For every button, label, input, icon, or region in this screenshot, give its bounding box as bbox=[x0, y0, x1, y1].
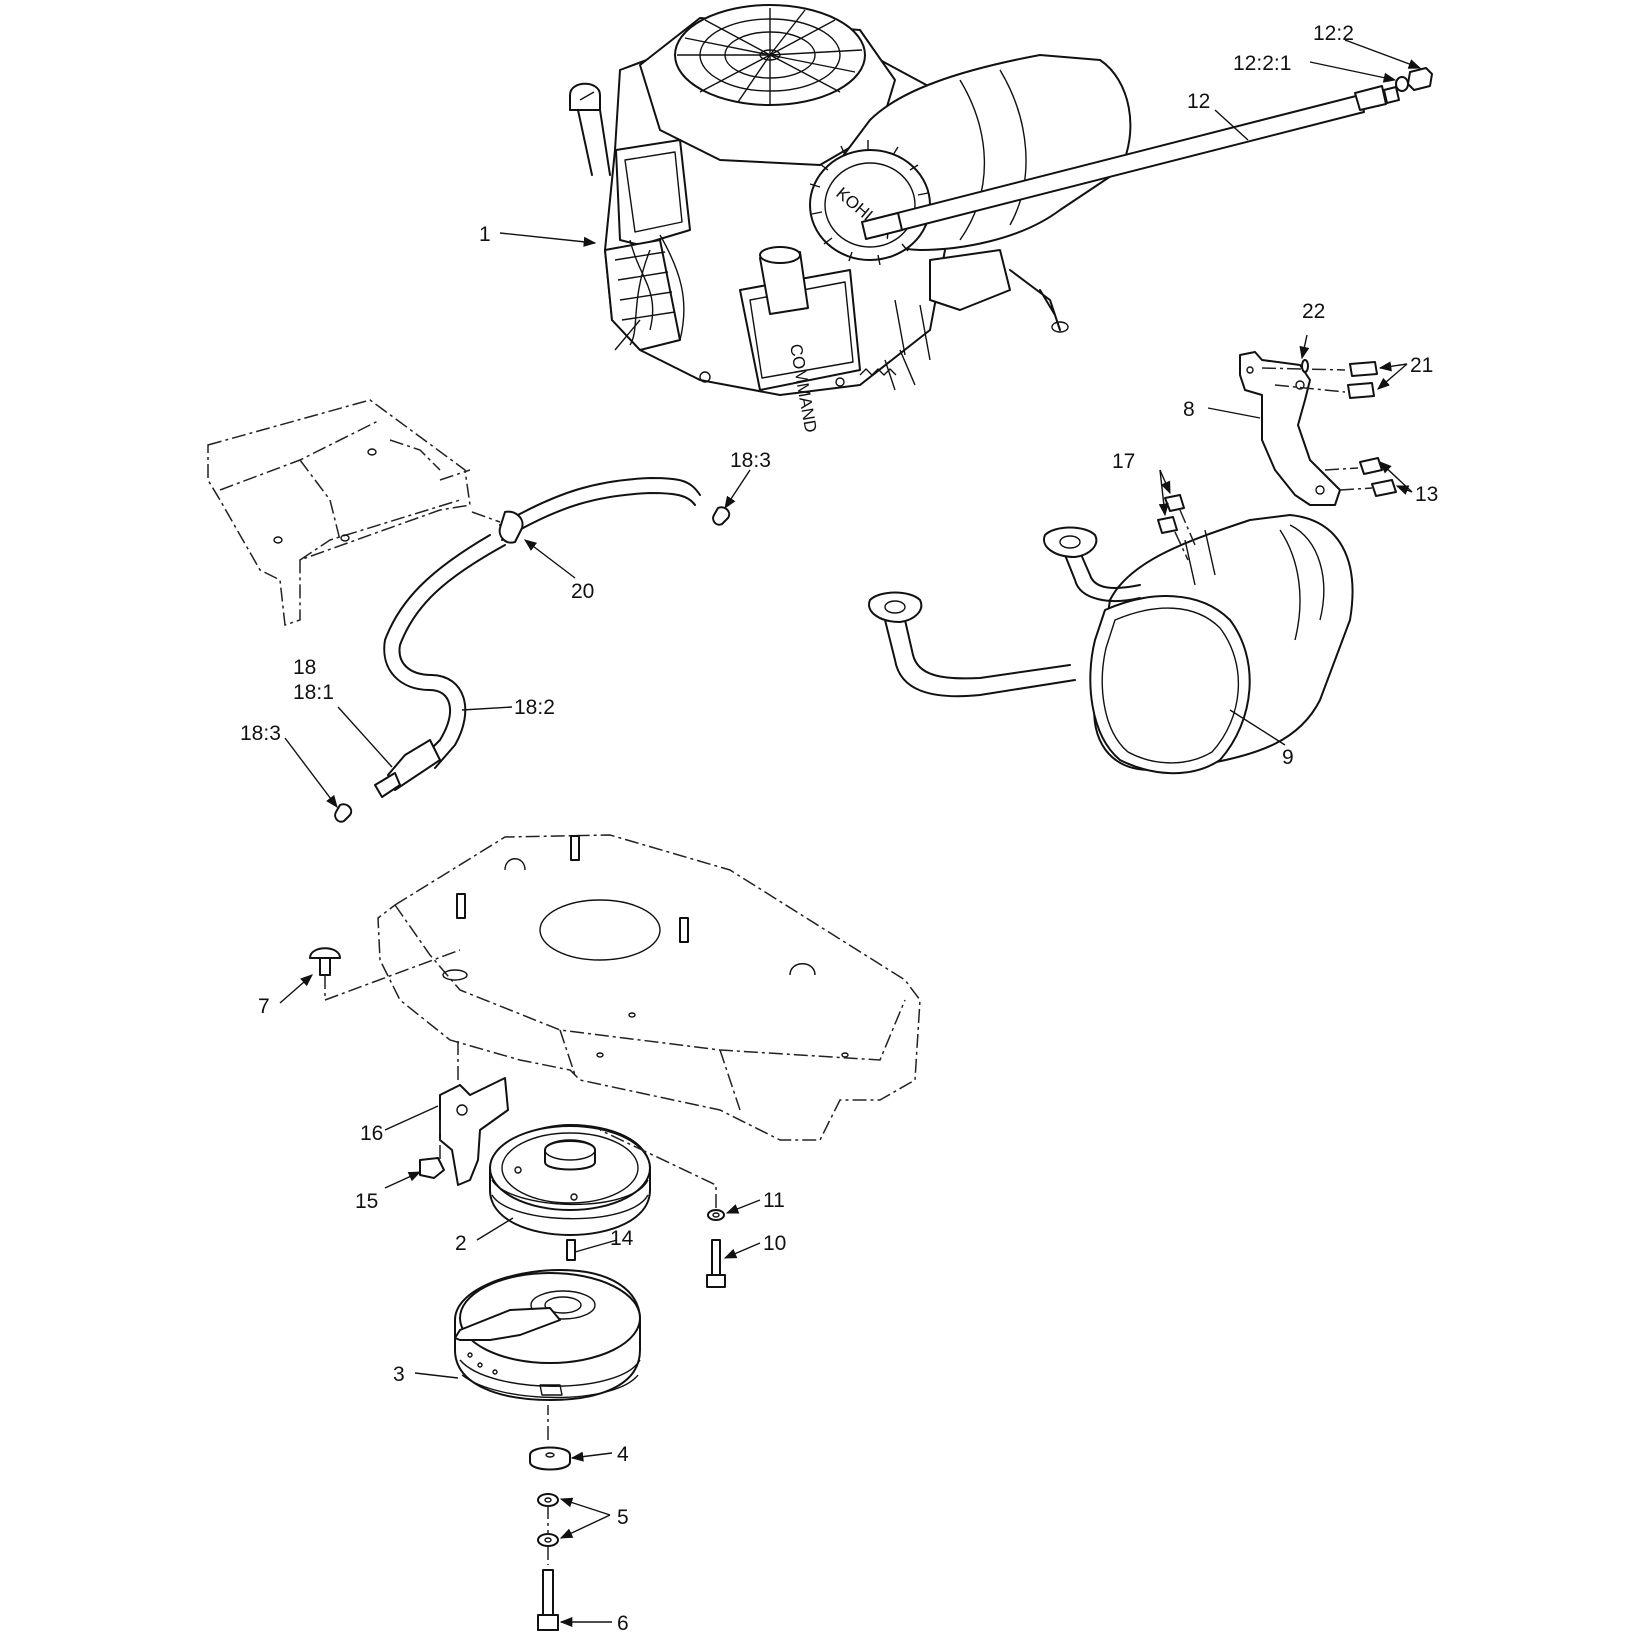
pulley bbox=[489, 1124, 651, 1236]
label-12: 12 bbox=[1187, 90, 1210, 113]
label-3: 3 bbox=[393, 1363, 405, 1386]
anti-rotation-bracket bbox=[439, 1077, 509, 1186]
leader-lines bbox=[279, 39, 1422, 1628]
label-5: 5 bbox=[617, 1506, 629, 1529]
label-12-2-1: 12:2:1 bbox=[1233, 52, 1291, 75]
key bbox=[566, 1239, 576, 1261]
muffler-nuts-17 bbox=[1157, 494, 1185, 534]
label-15: 15 bbox=[355, 1190, 378, 1213]
label-13: 13 bbox=[1415, 483, 1438, 506]
muffler-bolts-13 bbox=[1359, 457, 1397, 497]
label-4: 4 bbox=[617, 1443, 629, 1466]
engine: COMMAND KOHLER bbox=[569, 4, 1132, 434]
label-7: 7 bbox=[258, 995, 270, 1018]
fuel-hose bbox=[374, 477, 701, 798]
spacer-4 bbox=[529, 1446, 571, 1471]
callout-labels: 1 12:2 12:2:1 12 22 21 8 17 13 18:3 20 1… bbox=[240, 22, 1438, 1635]
label-12-2: 12:2 bbox=[1313, 22, 1354, 45]
label-21: 21 bbox=[1410, 354, 1433, 377]
hose-clamp-upper bbox=[712, 506, 731, 526]
fuel-tank-plate bbox=[207, 399, 471, 627]
label-6: 6 bbox=[617, 1612, 629, 1635]
o-ring bbox=[1395, 76, 1409, 92]
label-18-3-upper: 18:3 bbox=[730, 449, 771, 472]
label-20: 20 bbox=[571, 580, 594, 603]
label-18-2: 18:2 bbox=[514, 696, 555, 719]
label-18: 18 bbox=[293, 656, 316, 679]
label-16: 16 bbox=[360, 1122, 383, 1145]
washer-5a bbox=[537, 1493, 559, 1507]
muffler-bracket bbox=[1239, 351, 1341, 506]
label-9: 9 bbox=[1282, 746, 1294, 769]
label-11: 11 bbox=[763, 1189, 785, 1212]
fitting bbox=[1407, 67, 1433, 91]
bracket-bolts-21 bbox=[1347, 361, 1378, 399]
hose-clamp-lower bbox=[334, 803, 353, 823]
shaft bbox=[861, 85, 1400, 240]
label-8: 8 bbox=[1183, 398, 1195, 421]
label-18-1: 18:1 bbox=[293, 681, 334, 704]
washer-22 bbox=[1301, 359, 1309, 373]
label-1: 1 bbox=[479, 223, 491, 246]
label-17: 17 bbox=[1112, 450, 1135, 473]
label-14: 14 bbox=[610, 1227, 634, 1250]
flange-nut bbox=[419, 1157, 445, 1179]
carriage-bolt bbox=[309, 947, 341, 959]
electric-clutch bbox=[454, 1269, 641, 1401]
clutch-bolt bbox=[542, 1569, 554, 1616]
label-22: 22 bbox=[1302, 300, 1325, 323]
label-18-3-lower: 18:3 bbox=[240, 722, 281, 745]
washer-5b bbox=[537, 1533, 559, 1547]
washer-11 bbox=[707, 1209, 725, 1221]
bolt-10 bbox=[711, 1239, 721, 1276]
label-2: 2 bbox=[455, 1232, 467, 1255]
hose-clip bbox=[498, 510, 524, 544]
label-10: 10 bbox=[763, 1232, 786, 1255]
muffler bbox=[868, 514, 1354, 775]
engine-mount-plate bbox=[377, 834, 921, 1141]
